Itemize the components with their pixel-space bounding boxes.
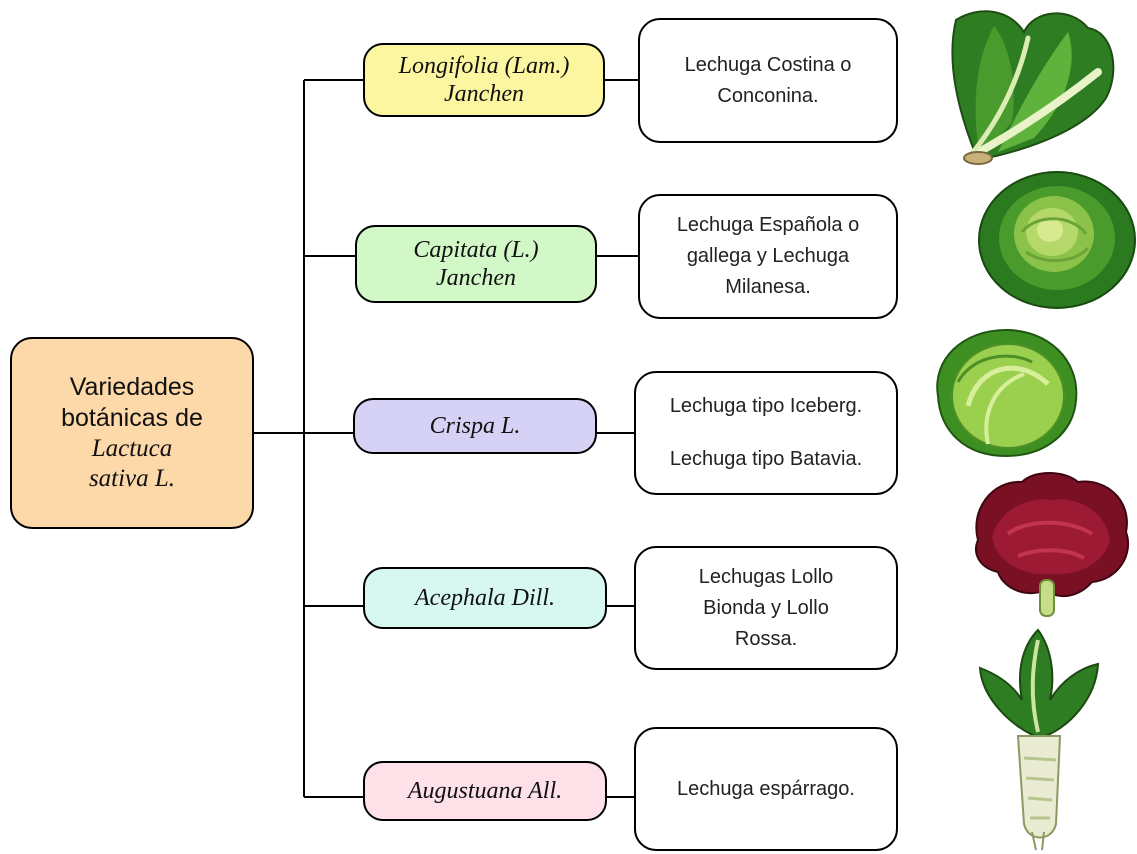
description-capitata: Lechuga Española o gallega y Lechuga Mil… xyxy=(676,214,860,298)
variety-label-longifolia: Longifolia (Lam.) Janchen xyxy=(398,53,570,107)
description-box-augustuana: Lechuga espárrago. xyxy=(634,727,898,851)
variety-box-longifolia: Longifolia (Lam.) Janchen xyxy=(363,43,605,117)
celtuce-icon xyxy=(978,628,1100,851)
butterhead-lettuce-icon xyxy=(978,171,1136,309)
iceberg-lettuce-icon xyxy=(936,328,1078,458)
description-box-longifolia: Lechuga Costina o Conconina. xyxy=(638,18,898,143)
description-acephala: Lechugas Lollo Bionda y Lollo Rossa. xyxy=(698,565,834,650)
description-longifolia: Lechuga Costina o Conconina. xyxy=(684,53,852,107)
variety-box-augustuana: Augustuana All. xyxy=(363,761,607,821)
root-box: Variedades botánicas de Lactuca sativa L… xyxy=(10,337,254,529)
root-title-line-1: Variedades xyxy=(69,373,195,401)
description-box-acephala: Lechugas Lollo Bionda y Lollo Rossa. xyxy=(634,546,898,670)
variety-box-crispa: Crispa L. xyxy=(353,398,597,454)
variety-label-capitata: Capitata (L.) Janchen xyxy=(413,237,539,291)
description-augustuana: Lechuga espárrago. xyxy=(677,777,855,800)
description-box-capitata: Lechuga Española o gallega y Lechuga Mil… xyxy=(638,194,898,319)
description-box-crispa: Lechuga tipo Iceberg. Lechuga tipo Batav… xyxy=(634,371,898,495)
variety-label-augustuana: Augustuana All. xyxy=(407,778,563,804)
variety-label-crispa: Crispa L. xyxy=(429,413,521,439)
lollo-rosso-lettuce-icon xyxy=(975,472,1129,617)
description-crispa-batavia: Lechuga tipo Batavia. xyxy=(669,448,863,470)
root-title-line-2: botánicas de xyxy=(61,404,203,432)
romaine-lettuce-icon xyxy=(951,10,1115,165)
description-crispa-iceberg: Lechuga tipo Iceberg. xyxy=(669,395,863,417)
variety-box-acephala: Acephala Dill. xyxy=(363,567,607,629)
root-species-line-2: sativa L. xyxy=(88,465,176,492)
root-species-line-1: Lactuca xyxy=(91,435,173,462)
variety-label-acephala: Acephala Dill. xyxy=(415,585,555,611)
variety-box-capitata: Capitata (L.) Janchen xyxy=(355,225,597,303)
